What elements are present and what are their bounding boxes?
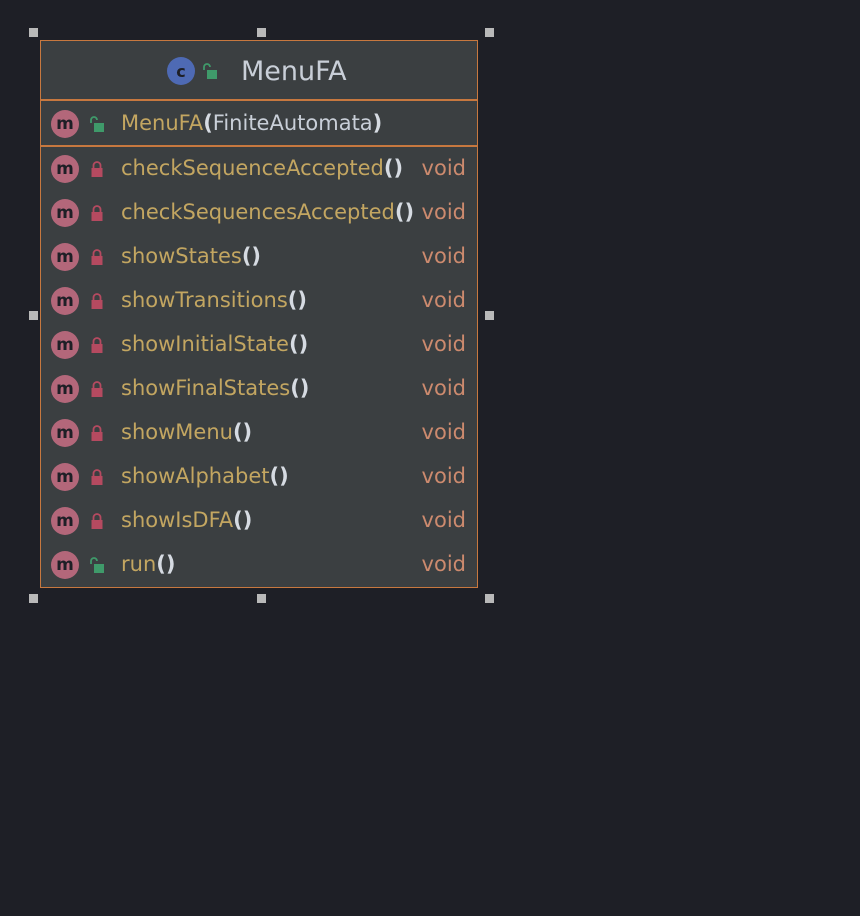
constructor-row[interactable]: m MenuFA(FiniteAutomata) bbox=[41, 101, 477, 147]
method-icon: m bbox=[51, 507, 79, 535]
return-type: void bbox=[421, 420, 466, 444]
private-lock-icon bbox=[89, 512, 105, 530]
methods-section: m checkSequenceAccepted() void m checkSe… bbox=[41, 147, 477, 587]
return-type: void bbox=[421, 156, 466, 180]
method-signature: showIsDFA() bbox=[121, 508, 252, 532]
constructor-name: MenuFA bbox=[121, 111, 204, 135]
method-parens: () bbox=[394, 200, 415, 224]
return-type: void bbox=[421, 288, 466, 312]
return-type: void bbox=[421, 508, 466, 532]
resize-handle-bottom-center[interactable] bbox=[257, 594, 266, 603]
resize-handle-middle-left[interactable] bbox=[29, 311, 38, 320]
method-name: showFinalStates bbox=[121, 376, 291, 400]
return-type: void bbox=[421, 332, 466, 356]
method-signature: showInitialState() bbox=[121, 332, 308, 356]
return-type: void bbox=[421, 464, 466, 488]
public-visibility-icon bbox=[89, 115, 105, 133]
method-icon: m bbox=[51, 110, 79, 138]
method-parens: () bbox=[241, 244, 262, 268]
method-row[interactable]: m showMenu() void bbox=[41, 411, 477, 455]
private-lock-icon bbox=[89, 292, 105, 310]
resize-handle-top-left[interactable] bbox=[29, 28, 38, 37]
private-lock-icon bbox=[89, 468, 105, 486]
return-type: void bbox=[421, 552, 466, 576]
resize-handle-bottom-right[interactable] bbox=[485, 594, 494, 603]
method-name: checkSequenceAccepted bbox=[121, 156, 384, 180]
method-row[interactable]: m showInitialState() void bbox=[41, 323, 477, 367]
method-name: showIsDFA bbox=[121, 508, 234, 532]
resize-handle-middle-right[interactable] bbox=[485, 311, 494, 320]
method-icon: m bbox=[51, 287, 79, 315]
resize-handle-top-center[interactable] bbox=[257, 28, 266, 37]
method-icon: m bbox=[51, 243, 79, 271]
method-parens: () bbox=[290, 376, 310, 400]
method-parens: () bbox=[288, 332, 309, 356]
method-signature: checkSequenceAccepted() bbox=[121, 156, 403, 180]
method-icon: m bbox=[51, 375, 79, 403]
method-row[interactable]: m showStates() void bbox=[41, 235, 477, 279]
method-row[interactable]: m showFinalStates() void bbox=[41, 367, 477, 411]
method-icon: m bbox=[51, 419, 79, 447]
method-parens: () bbox=[269, 464, 289, 488]
private-lock-icon bbox=[89, 336, 105, 354]
method-row[interactable]: m run() void bbox=[41, 543, 477, 587]
method-parens: () bbox=[383, 156, 404, 180]
method-row[interactable]: m showTransitions() void bbox=[41, 279, 477, 323]
method-row[interactable]: m showAlphabet() void bbox=[41, 455, 477, 499]
constructor-param: FiniteAutomata bbox=[212, 111, 373, 135]
return-type: void bbox=[421, 244, 466, 268]
method-parens: () bbox=[233, 508, 253, 532]
method-name: run bbox=[121, 552, 157, 576]
private-lock-icon bbox=[89, 160, 105, 178]
method-signature: showFinalStates() bbox=[121, 376, 309, 400]
private-lock-icon bbox=[89, 424, 105, 442]
uml-class-box[interactable]: c MenuFA m MenuFA(FiniteAutomata) m chec… bbox=[40, 40, 478, 588]
method-icon: m bbox=[51, 331, 79, 359]
method-name: showAlphabet bbox=[121, 464, 270, 488]
private-lock-icon bbox=[89, 204, 105, 222]
class-header: c MenuFA bbox=[41, 41, 477, 101]
class-icon: c bbox=[167, 57, 195, 85]
return-type: void bbox=[421, 376, 466, 400]
method-signature: showStates() bbox=[121, 244, 261, 268]
constructor-signature: MenuFA(FiniteAutomata) bbox=[121, 111, 382, 135]
close-paren: ) bbox=[372, 111, 383, 135]
method-row[interactable]: m checkSequenceAccepted() void bbox=[41, 147, 477, 191]
resize-handle-top-right[interactable] bbox=[485, 28, 494, 37]
method-signature: checkSequencesAccepted() bbox=[121, 200, 414, 224]
method-name: showInitialState bbox=[121, 332, 289, 356]
method-row[interactable]: m checkSequencesAccepted() void bbox=[41, 191, 477, 235]
return-type: void bbox=[421, 200, 466, 224]
resize-handle-bottom-left[interactable] bbox=[29, 594, 38, 603]
method-name: checkSequencesAccepted bbox=[121, 200, 395, 224]
method-name: showStates bbox=[121, 244, 242, 268]
method-name: showTransitions bbox=[121, 288, 288, 312]
method-parens: () bbox=[232, 420, 253, 444]
private-lock-icon bbox=[89, 248, 105, 266]
method-parens: () bbox=[156, 552, 176, 576]
method-icon: m bbox=[51, 199, 79, 227]
method-icon: m bbox=[51, 551, 79, 579]
private-lock-icon bbox=[89, 380, 105, 398]
method-icon: m bbox=[51, 463, 79, 491]
class-name: MenuFA bbox=[241, 56, 347, 87]
public-visibility-icon bbox=[201, 62, 219, 80]
method-name: showMenu bbox=[121, 420, 233, 444]
method-signature: showMenu() bbox=[121, 420, 252, 444]
open-paren: ( bbox=[203, 111, 213, 135]
method-parens: () bbox=[287, 288, 307, 312]
method-icon: m bbox=[51, 155, 79, 183]
method-row[interactable]: m showIsDFA() void bbox=[41, 499, 477, 543]
method-signature: run() bbox=[121, 552, 175, 576]
method-signature: showTransitions() bbox=[121, 288, 307, 312]
public-visibility-icon bbox=[89, 556, 105, 574]
method-signature: showAlphabet() bbox=[121, 464, 289, 488]
